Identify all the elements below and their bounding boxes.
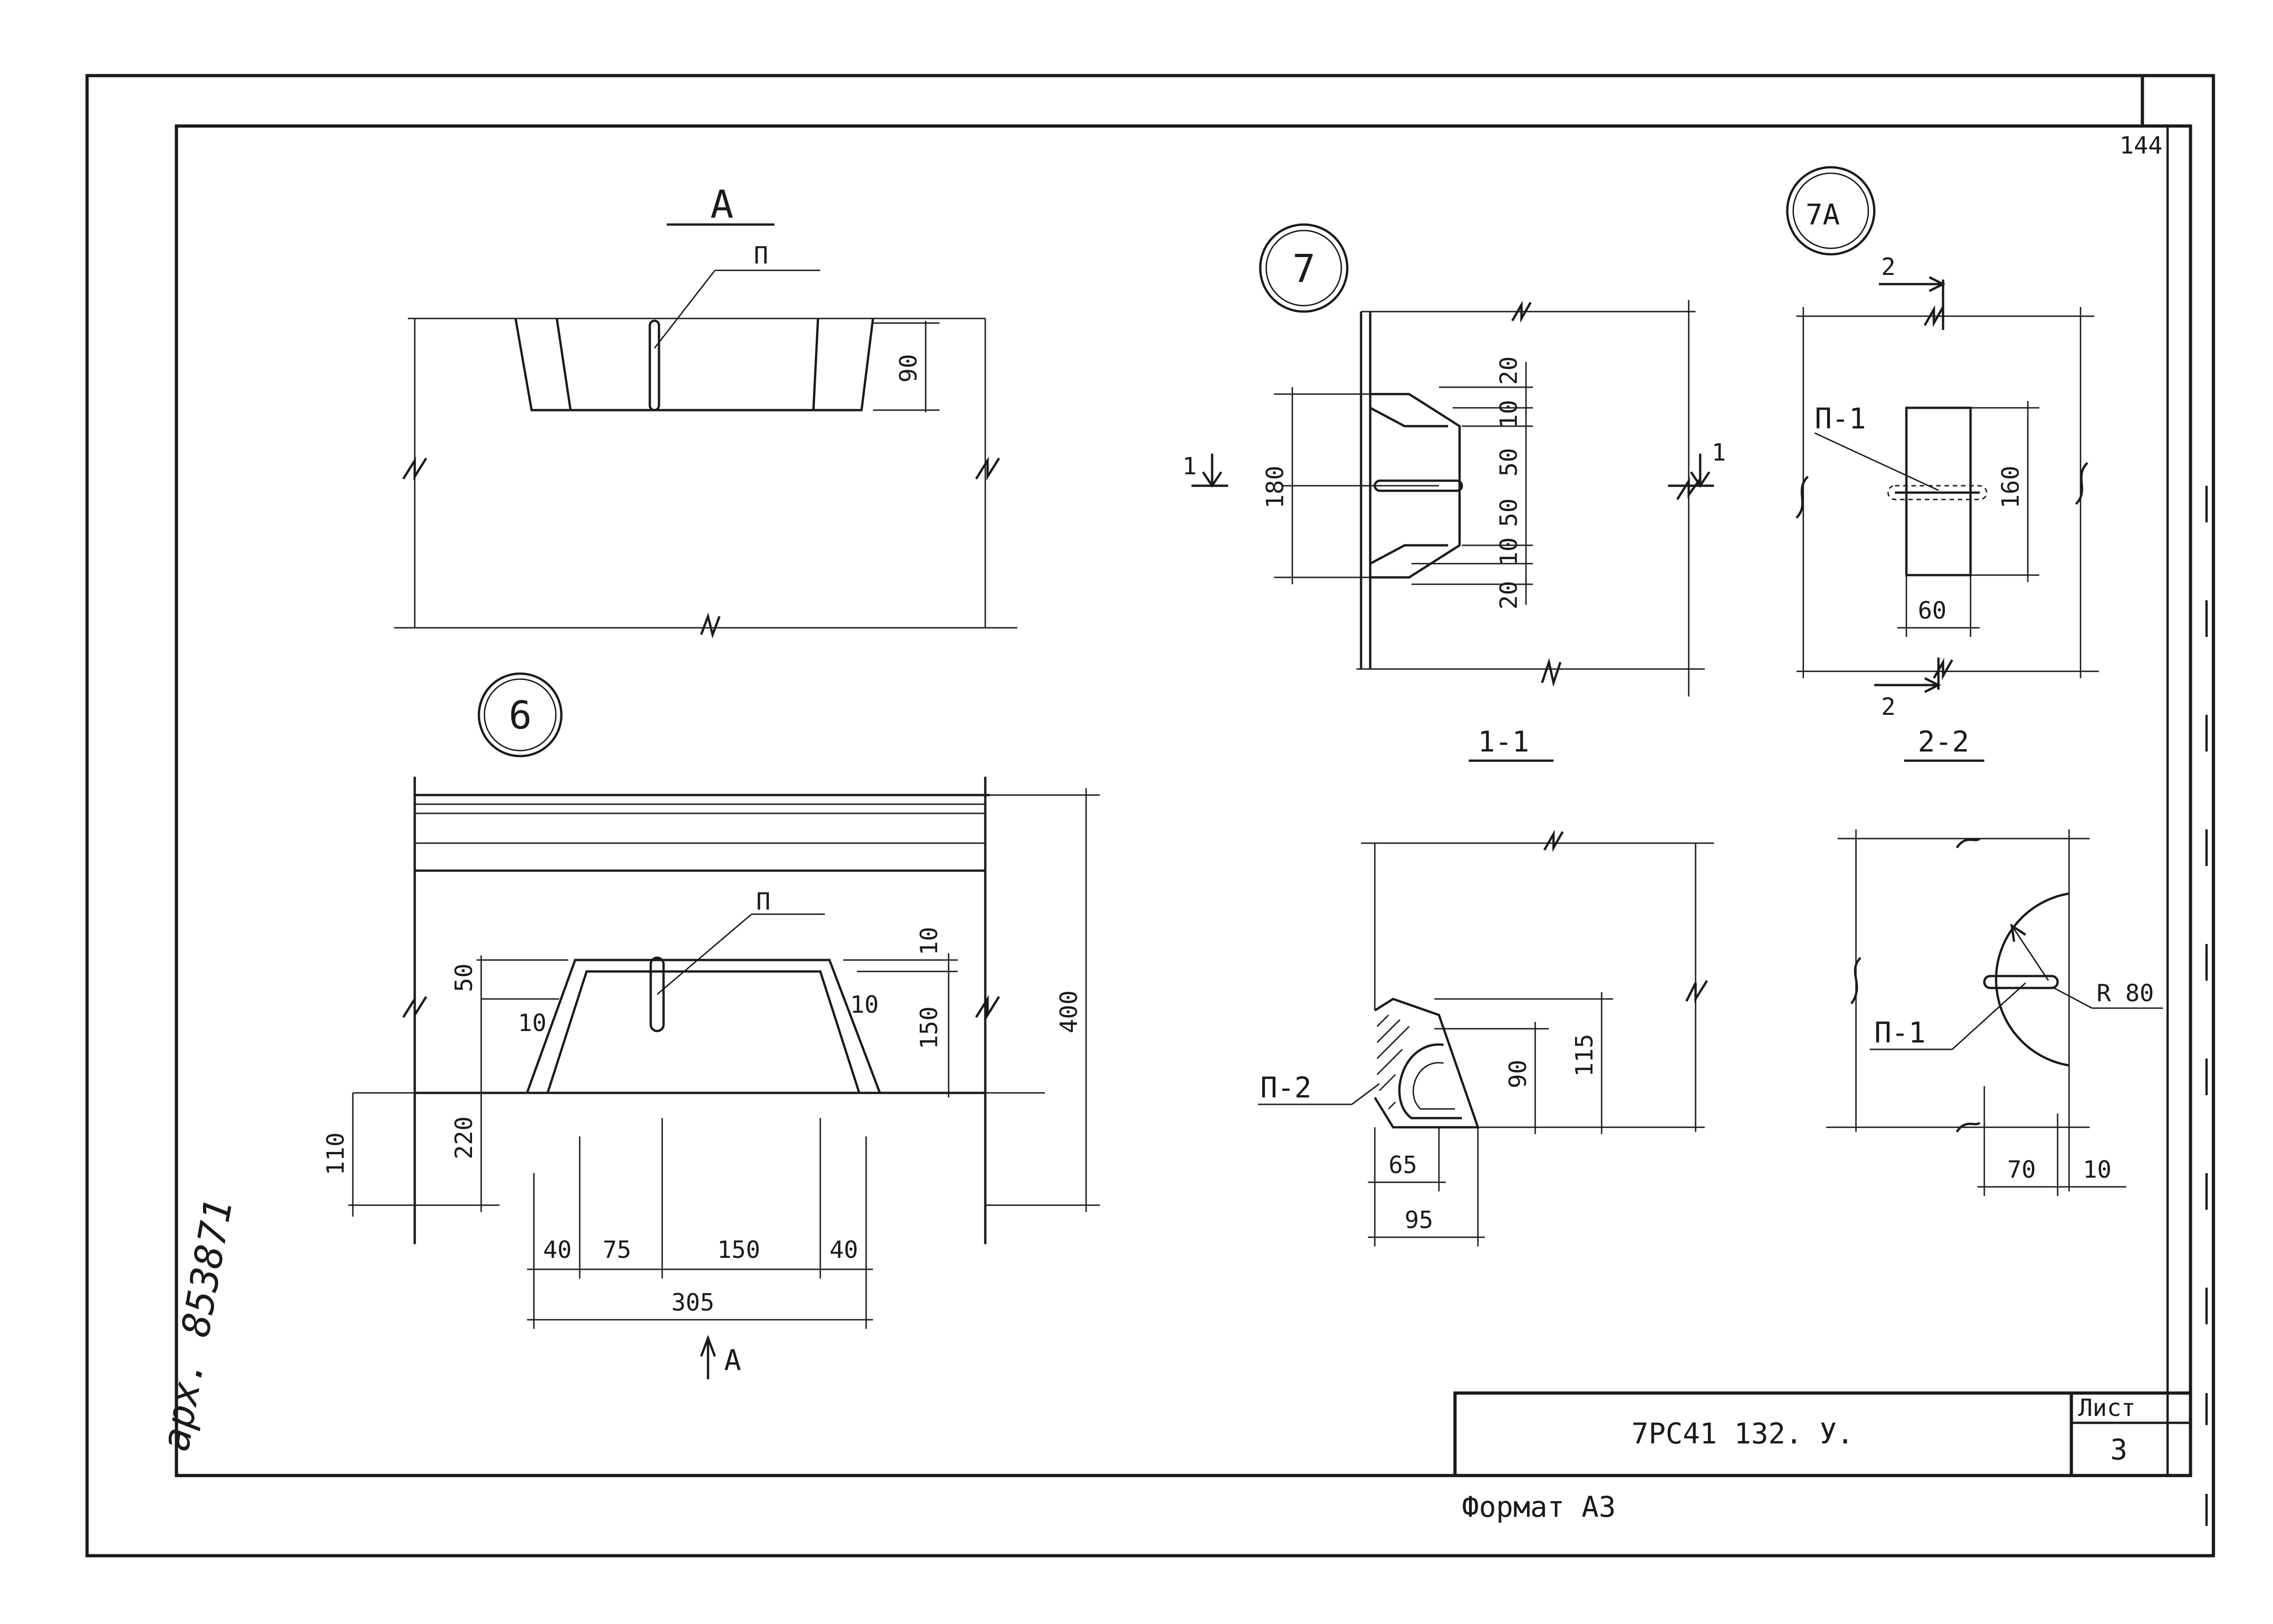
detail-7-dim-20-top: 20 <box>1495 356 1523 385</box>
detail-7-dim-50-bottom: 50 <box>1495 498 1523 527</box>
detail-7-cut-label-left: 1 <box>1182 453 1197 480</box>
detail-7a-dim-60: 60 <box>1918 597 1947 625</box>
sheet-number: 3 <box>2110 1433 2127 1466</box>
detail-6-dim-150: 150 <box>916 1006 943 1049</box>
section-2-2-part-label: П-1 <box>1874 1016 1926 1049</box>
section-1-1-dim-95: 95 <box>1405 1207 1433 1234</box>
detail-6: 6 П 10 150 10 10 50 220 110 <box>322 672 1100 1379</box>
document-code: 7РС41 132. У. <box>1631 1417 1854 1450</box>
detail-6-dim-10-left: 10 <box>518 1010 547 1037</box>
detail-7-dim-10-top: 10 <box>1495 400 1523 428</box>
detail-6-dim-110: 110 <box>322 1132 350 1175</box>
detail-7-dim-10-bottom: 10 <box>1495 537 1523 566</box>
detail-7a-cut-label-bottom: 2 <box>1881 693 1895 721</box>
section-1-1-title: 1-1 <box>1478 725 1529 758</box>
section-1-1-dim-65: 65 <box>1389 1152 1417 1179</box>
section-1-1: 1-1 П-2 90 115 65 95 <box>1258 725 1714 1246</box>
page-number: 144 <box>2119 132 2163 159</box>
title-block: 7РС41 132. У. Лист 3 <box>1453 1391 2192 1477</box>
detail-6-dim-10-right: 10 <box>850 991 879 1019</box>
section-2-2-title: 2-2 <box>1918 725 1969 758</box>
detail-7-dim-180: 180 <box>1262 466 1289 509</box>
detail-6-dim-75: 75 <box>603 1236 631 1264</box>
detail-7a-dim-160: 160 <box>1997 466 2025 509</box>
detail-6-dim-40-right: 40 <box>829 1236 858 1264</box>
detail-7a-marker: 7А <box>1806 198 1840 231</box>
detail-6-dim-305: 305 <box>671 1289 714 1317</box>
detail-7a: 7А 2 2 П-1 160 60 <box>1786 166 2099 721</box>
section-2-2: 2-2 R 80 П-1 70 10 <box>1826 725 2163 1196</box>
detail-6-dim-10-top: 10 <box>916 927 943 955</box>
detail-6-dim-150-bottom: 150 <box>717 1236 760 1264</box>
detail-6-dim-40-left: 40 <box>543 1236 572 1264</box>
format-label: Формат А3 <box>1462 1490 1616 1524</box>
detail-7-marker: 7 <box>1292 246 1316 291</box>
detail-6-part-label: П <box>756 888 770 916</box>
detail-6-dim-50: 50 <box>450 963 478 992</box>
detail-6-direction-label: А <box>724 1344 741 1377</box>
section-1-1-part-label: П-2 <box>1260 1071 1312 1104</box>
detail-7-cut-label-right: 1 <box>1712 439 1726 466</box>
section-2-2-dim-10: 10 <box>2083 1156 2112 1184</box>
section-1-1-dim-115: 115 <box>1571 1034 1598 1077</box>
detail-6-marker: 6 <box>509 693 532 738</box>
view-a: А П 90 <box>394 182 1017 639</box>
detail-7a-part-label: П-1 <box>1815 402 1866 435</box>
view-a-dim-90: 90 <box>895 354 922 383</box>
detail-6-dim-400: 400 <box>1055 990 1083 1033</box>
view-a-part-label: П <box>754 242 768 269</box>
archive-number: арх. 853871 <box>153 1196 241 1454</box>
detail-7: 7 1 1 180 20 10 50 50 10 <box>1182 223 1726 697</box>
section-1-1-dim-90: 90 <box>1504 1059 1532 1088</box>
section-2-2-dim-70: 70 <box>2007 1156 2036 1184</box>
detail-7-dim-50-top: 50 <box>1495 448 1523 477</box>
section-2-2-dim-r80: R 80 <box>2097 980 2154 1007</box>
detail-7a-cut-label-top: 2 <box>1881 253 1895 281</box>
detail-7-dim-20-bottom: 20 <box>1495 581 1523 609</box>
sheet-label: Лист <box>2078 1394 2136 1422</box>
detail-6-dim-220: 220 <box>450 1116 478 1159</box>
view-a-title: А <box>710 182 734 227</box>
sheet-frame <box>85 74 2215 1558</box>
